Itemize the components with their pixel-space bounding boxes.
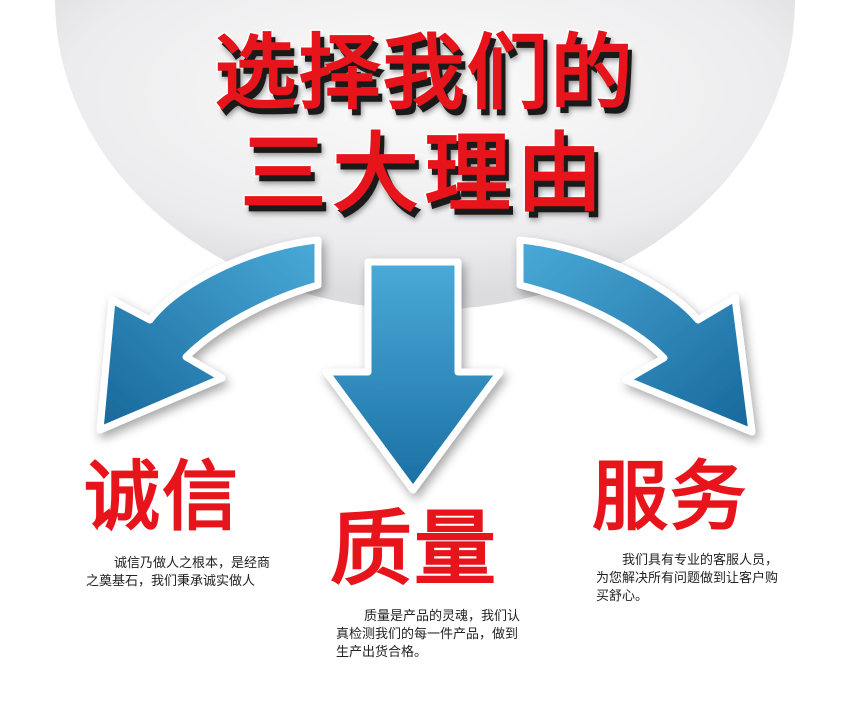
headline-line-1: 选择我们的	[213, 26, 635, 121]
arrow-down-icon	[322, 258, 504, 494]
pillar-text-integrity: 诚信乃做人之根本，是经商之奠基石，我们秉承诚实做人	[86, 556, 271, 589]
arrow-down-right-icon	[516, 236, 756, 436]
pillar-title-integrity: 诚信	[84, 452, 240, 541]
pillar-title-service: 服务	[592, 452, 748, 541]
pillar-text-service: 我们具有专业的客服人员，为您解决所有问题做到让客户购买舒心。	[596, 553, 779, 604]
pillar-text-quality: 质量是产品的灵魂，我们认真检测我们的每一件产品，做到生产出货合格。	[336, 609, 521, 660]
arrow-down-left-icon	[96, 236, 322, 434]
headline-line-2: 三大理由	[239, 124, 609, 224]
backdrop-arc	[55, 0, 795, 310]
pillar-title-quality: 质量	[330, 502, 499, 597]
